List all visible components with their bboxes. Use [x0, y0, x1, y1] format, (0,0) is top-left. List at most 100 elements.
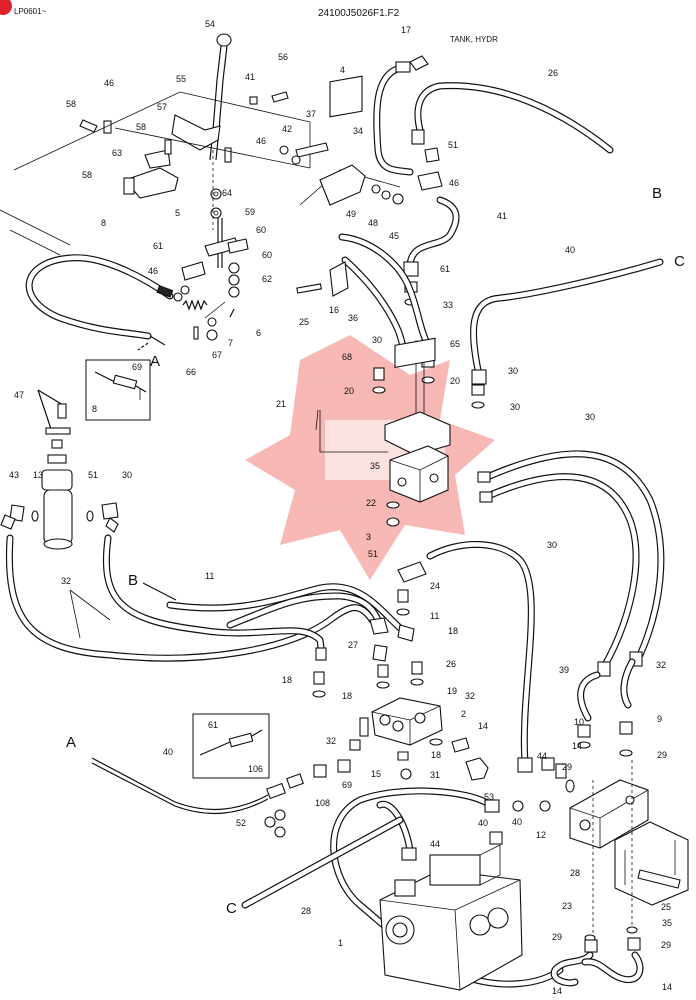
control-valve-2: [349, 697, 489, 781]
callout-label: 51: [448, 140, 458, 150]
callout-label: 29: [552, 932, 562, 942]
connector-letter-a-top: A: [150, 353, 160, 370]
callout-label: 56: [278, 52, 288, 62]
callout-label: 25: [661, 902, 671, 912]
callout-label: 35: [662, 918, 672, 928]
callout-label: 19: [447, 686, 457, 696]
callout-label: 10: [574, 717, 584, 727]
callout-label: 61: [153, 241, 163, 251]
callout-label: 30: [122, 470, 132, 480]
callout-label: 41: [245, 72, 255, 82]
callout-label: 52: [236, 818, 246, 828]
callout-label: 8: [101, 218, 106, 228]
callout-label: 58: [82, 170, 92, 180]
callout-label: 14: [572, 741, 582, 751]
callout-label: 53: [484, 792, 494, 802]
hose-25: [470, 258, 664, 409]
callout-label: 46: [449, 178, 459, 188]
callout-label: 42: [282, 124, 292, 134]
callout-label: 8: [92, 404, 97, 414]
callout-label: 2: [461, 709, 466, 719]
callout-label: 63: [112, 148, 122, 158]
callout-label: 65: [450, 339, 460, 349]
callout-label: 26: [548, 68, 558, 78]
callout-label: 29: [657, 750, 667, 760]
callout-label: 11: [205, 571, 214, 581]
callout-label: 32: [326, 736, 336, 746]
callout-label: 20: [450, 376, 460, 386]
callout-label: 67: [212, 350, 222, 360]
callout-label: 18: [342, 691, 352, 701]
callout-label: 22: [366, 498, 376, 508]
callout-label: 14: [478, 721, 488, 731]
hose-25-lower: [241, 816, 404, 909]
callout-label: 48: [368, 218, 378, 228]
tank-hydr-label: TANK, HYDR: [450, 35, 498, 44]
callout-label: 30: [547, 540, 557, 550]
callout-label: 46: [104, 78, 114, 88]
callout-label: 40: [478, 818, 488, 828]
callout-label: 66: [186, 367, 196, 377]
callout-label: 31: [430, 770, 440, 780]
connector-letter-b-top: B: [652, 185, 662, 202]
callout-label: 9: [657, 714, 662, 724]
callout-label: 108: [315, 798, 330, 808]
callout-label: 3: [366, 532, 371, 542]
callout-label: 14: [552, 986, 562, 996]
callout-label: 58: [136, 122, 146, 132]
callout-label: 61: [208, 720, 218, 730]
inset-f2-top: [85, 359, 151, 421]
callout-label: 26: [446, 659, 456, 669]
valve-3: [315, 337, 451, 527]
callout-label: 43: [9, 470, 19, 480]
callout-label: 1: [338, 938, 343, 948]
callout-label: 49: [346, 209, 356, 219]
callout-label: 11: [430, 611, 439, 621]
inset-f2-bottom: [192, 713, 270, 779]
callout-label: 18: [431, 750, 441, 760]
callout-label: 18: [282, 675, 292, 685]
connector-letters: B C A B A C: [66, 185, 685, 917]
callout-label: 32: [465, 691, 475, 701]
callout-label: 32: [656, 660, 666, 670]
callout-label: 32: [61, 576, 71, 586]
connector-letter-c-bottom: C: [226, 900, 237, 917]
callout-label: 40: [163, 747, 173, 757]
callout-label: 55: [176, 74, 186, 84]
connector-letter-b-bottom: B: [128, 572, 138, 589]
callout-label: 69: [132, 362, 142, 372]
valve-block-1: [512, 658, 689, 987]
callout-label: 29: [661, 940, 671, 950]
callout-label: 17: [401, 25, 411, 35]
callout-label: 60: [256, 225, 266, 235]
callout-label: 62: [262, 274, 272, 284]
callout-label: 34: [353, 126, 363, 136]
callout-label: 28: [570, 868, 580, 878]
fittings-center: [312, 589, 424, 698]
callout-label: 25: [299, 317, 309, 327]
hoses-27-26: [5, 534, 404, 662]
cable-69-lower: [91, 757, 351, 838]
callout-label: 30: [508, 366, 518, 376]
callout-label: 20: [344, 386, 354, 396]
callout-label: 54: [205, 19, 215, 29]
callout-label: 14: [662, 982, 672, 992]
callout-label: 41: [497, 211, 507, 221]
filter-assembly: [0, 389, 119, 550]
callout-label: 35: [370, 461, 380, 471]
lever-assembly: [79, 33, 289, 341]
callout-label: 12: [536, 830, 546, 840]
callout-label: 4: [340, 65, 345, 75]
callout-label: 24: [430, 581, 440, 591]
callout-label: 106: [248, 764, 263, 774]
callout-label: 16: [329, 305, 339, 315]
callout-label: 46: [256, 136, 266, 146]
drawing-number: 24100J5026F1.F2: [318, 8, 400, 19]
callout-label: 23: [562, 901, 572, 911]
callout-label: 30: [372, 335, 382, 345]
hoses-top-right: [371, 55, 614, 306]
callout-label: 40: [565, 245, 575, 255]
pump-assembly: [330, 787, 564, 991]
callout-label: 44: [430, 839, 440, 849]
